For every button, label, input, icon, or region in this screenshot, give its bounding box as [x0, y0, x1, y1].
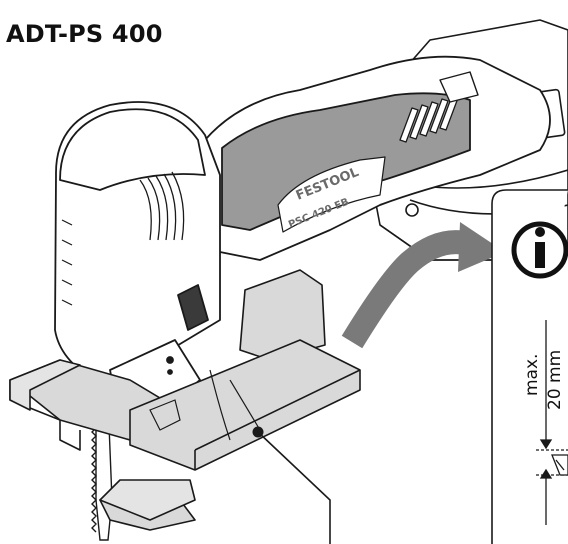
jigsaw-head [54, 101, 221, 421]
info-panel: max. 20 mm [491, 189, 568, 544]
motor-housing [204, 55, 551, 261]
shoe-details [149, 369, 261, 441]
page-title: ADT-PS 400 [6, 20, 163, 48]
vent-slots [399, 95, 459, 143]
callout-pointer [252, 426, 331, 544]
dimension-marker [536, 320, 568, 525]
dimension-label-value: 20 mm [545, 350, 565, 410]
direction-arrow [341, 222, 505, 349]
dimension-label-max: max. [522, 354, 542, 396]
trigger-switch [439, 71, 479, 103]
info-icon [511, 221, 568, 279]
